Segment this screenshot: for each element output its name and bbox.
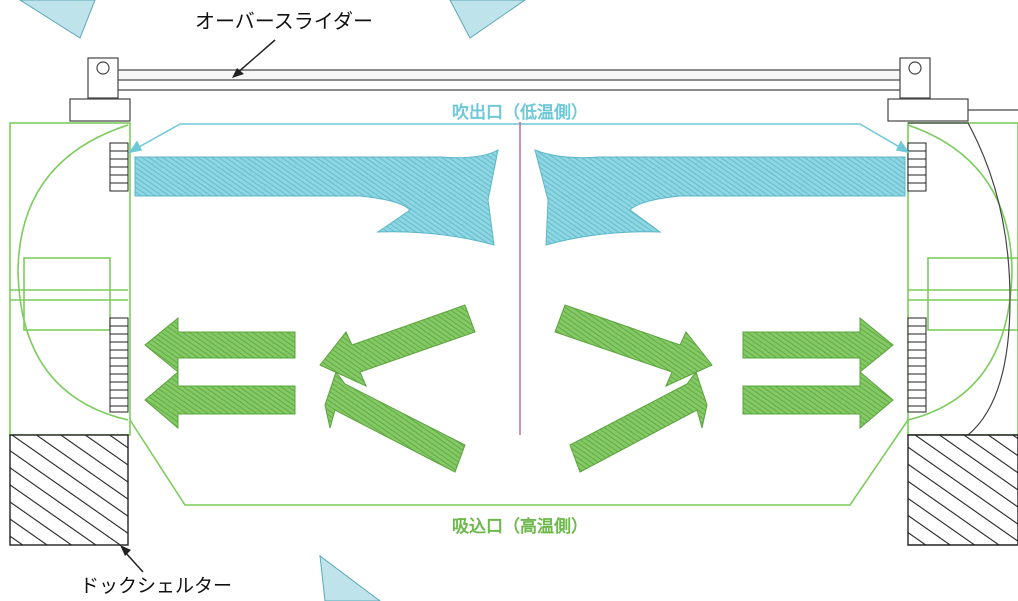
dock-shelter-pointer-head [120,545,131,556]
warm-arrow-left-2 [144,370,296,430]
cool-air-arrow-right [534,149,906,246]
warm-arrow-diag-left-down [324,370,466,473]
outlet-label: 吹出口（低温側） [452,102,588,123]
dock-shelter-left [9,434,129,546]
over-slider-rail [69,57,1018,122]
warm-arrow-right-1 [742,316,894,374]
outlet-span [128,123,910,154]
warm-air-arrows [144,304,894,473]
louver-left-top [109,142,129,192]
over-slider-label: オーバースライダー [195,9,373,33]
inlet-label: 吸込口（高温側） [452,516,588,537]
dock-shelter-right [907,434,1018,546]
warm-arrow-diag-right-down [569,370,708,473]
over-slider-pointer [235,39,276,75]
callout-tail-top-left [19,0,96,39]
dock-shelter-label: ドックシェルター [80,575,232,597]
warm-arrow-diag-right-up [554,304,713,387]
over-slider-pointer-head [232,68,244,78]
callout-tail-top-right [449,0,526,39]
cool-air-arrow-left [134,149,499,246]
louver-left-bottom [109,317,129,413]
louver-right-top [907,142,927,192]
warm-arrow-left-1 [144,316,296,374]
warm-arrow-diag-left-up [319,304,476,387]
warm-arrow-right-2 [742,370,894,430]
louver-right-bottom [907,317,927,413]
right-shelter-frame [908,122,1011,436]
callout-tail-bottom [319,554,381,601]
dock-shelter-pointer [124,551,144,573]
